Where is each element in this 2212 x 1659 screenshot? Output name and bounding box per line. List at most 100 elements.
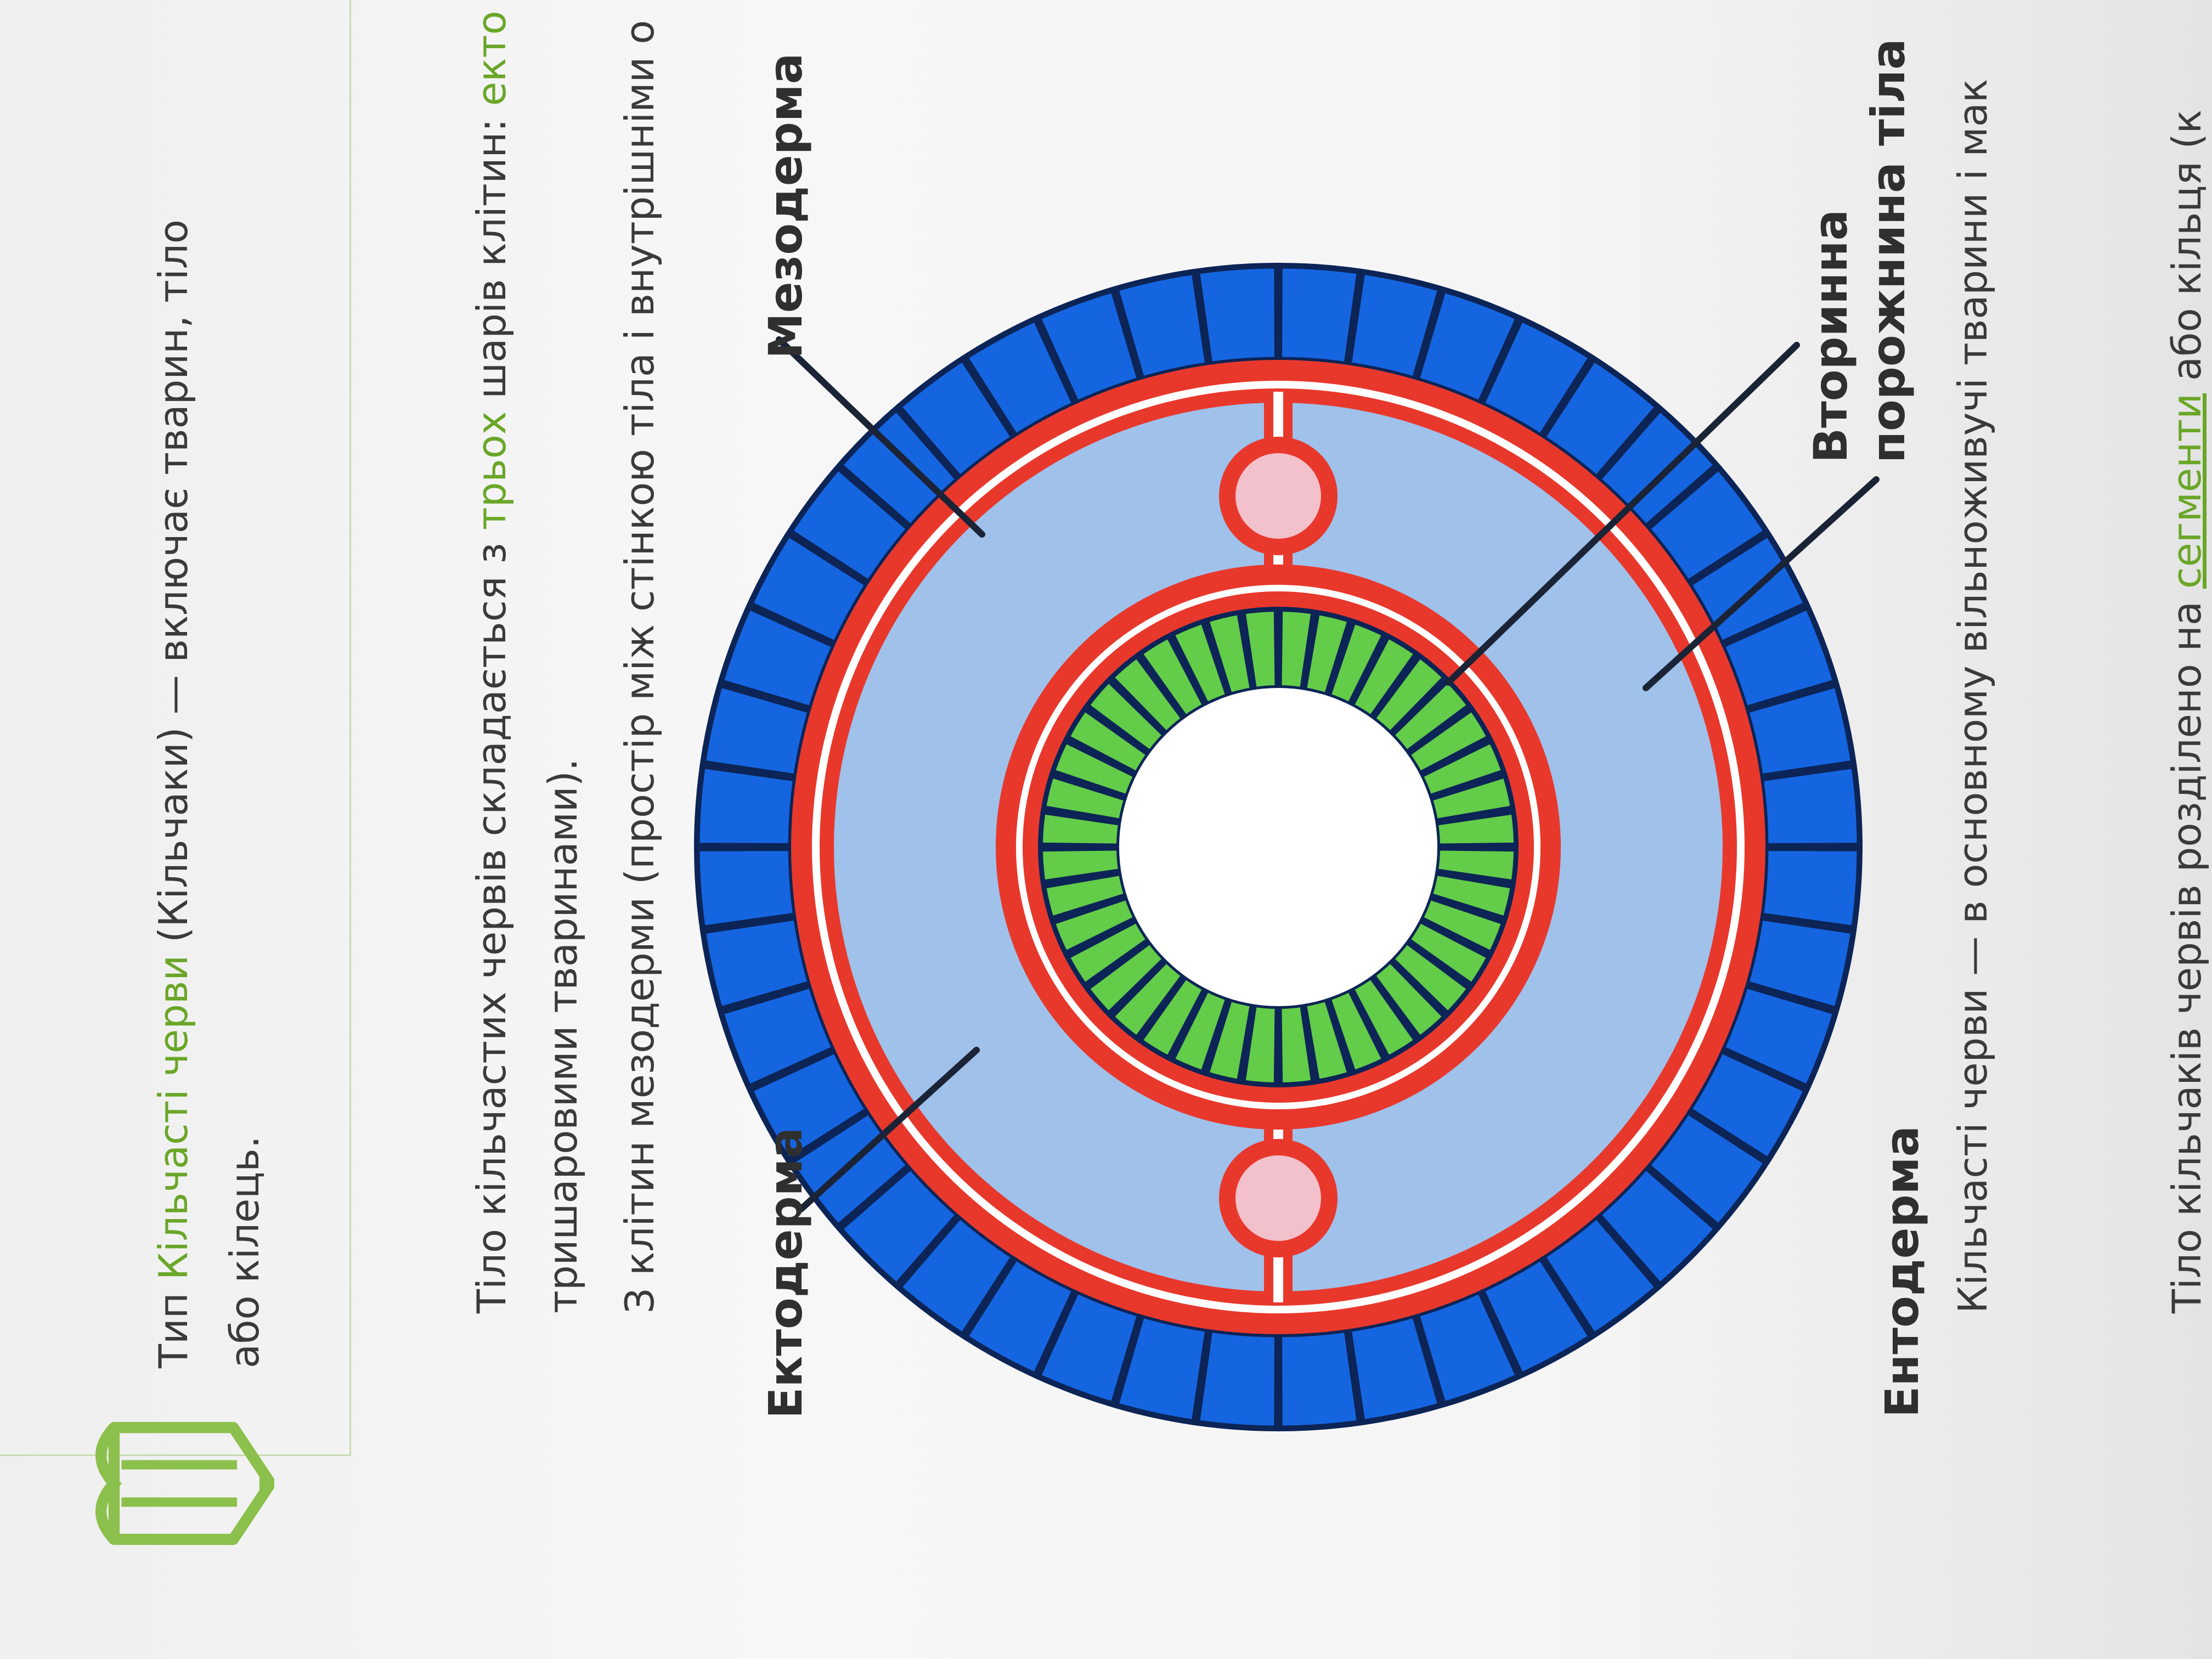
ectoderm-cell [1036, 1289, 1142, 1406]
pencil-icon [95, 1421, 274, 1545]
ectoderm-cell [719, 984, 836, 1089]
label-mesoderm: Мезодерма [759, 53, 812, 359]
endoderm-cell [1051, 740, 1137, 798]
endoderm-cell [1419, 740, 1505, 798]
endoderm-cell [1278, 1003, 1314, 1086]
endoderm-cell [1242, 1003, 1278, 1086]
endoderm-cell [1372, 959, 1447, 1040]
endoderm-cell [1372, 654, 1447, 735]
endoderm-cell [1171, 620, 1229, 706]
pointer-secondary-cavity [1643, 476, 1880, 691]
ectoderm-cell [702, 683, 812, 778]
ectoderm-cell [1480, 317, 1593, 438]
endoderm-cell [1042, 774, 1127, 822]
label-secondary-cavity: Вторинна порожнина тіла [1802, 38, 1917, 463]
endoderm-cell [1205, 611, 1254, 696]
label-secondary-cavity-line-1: Вторинна [1804, 209, 1858, 463]
endoderm-cell [1086, 679, 1166, 754]
blood-vessel-left-lumen [1235, 1155, 1321, 1241]
ectoderm-cell [1347, 1313, 1442, 1424]
bottom-line-2-rest: або кільця (к [2164, 109, 2210, 393]
endoderm-cell [1171, 988, 1229, 1074]
ectoderm-cell [1278, 264, 1361, 366]
ectoderm-cell [1195, 1328, 1278, 1430]
ectoderm-cell [719, 605, 836, 710]
pointer-endoderm [1445, 342, 1800, 686]
ectoderm-cell [1415, 288, 1520, 405]
ectoderm-cell [897, 357, 1015, 480]
segments-link: сегменти [2164, 393, 2210, 589]
ectoderm-cell [1645, 466, 1768, 584]
bottom-line-2-prefix: Тіло кільчаків червів розділено на [2164, 589, 2210, 1313]
ectoderm-cell [788, 466, 911, 584]
cross-section-shapes [694, 263, 1863, 1431]
endoderm-cell [1327, 620, 1386, 706]
ectoderm-cell [696, 764, 797, 847]
ectoderm-cell [838, 1165, 960, 1287]
endoderm-cell [1429, 872, 1514, 920]
ectoderm-cell [1114, 270, 1209, 381]
ectoderm-cell [1415, 1289, 1520, 1406]
endoderm-cell [1429, 774, 1514, 822]
pointer-mesoderm [776, 336, 985, 538]
endoderm-cell [1278, 608, 1314, 691]
gut-lumen [1119, 688, 1437, 1006]
ectoderm-cell [748, 532, 870, 645]
endoderm-cell [1327, 988, 1386, 1074]
ectoderm-cell [897, 1214, 1015, 1337]
ectoderm-cell [696, 847, 797, 930]
label-secondary-cavity-line-2: порожнина тіла [1861, 38, 1915, 463]
endoderm-cell [1205, 998, 1254, 1083]
endoderm-cell [1042, 872, 1127, 920]
endoderm-cell [1066, 708, 1150, 775]
ectoderm-cell [1759, 847, 1861, 930]
ectoderm-cell [1596, 1165, 1718, 1287]
endoderm-cell [1303, 611, 1351, 696]
ectoderm-cell [1745, 916, 1855, 1011]
endoderm-cell [1407, 919, 1491, 986]
label-ectoderm: Ектодерма [759, 1127, 812, 1419]
endoderm-cell [1139, 975, 1206, 1059]
ectoderm-cell [1759, 764, 1861, 847]
endoderm-cell [1435, 811, 1517, 847]
ectoderm-cell [1687, 1049, 1808, 1162]
ectoderm-cell [1720, 984, 1837, 1089]
ectoderm-cell [1687, 532, 1808, 645]
ectoderm-cell [1541, 1214, 1660, 1337]
endoderm-cell [1303, 998, 1351, 1083]
endoderm-cell [1039, 811, 1122, 847]
endoderm-cell [1039, 847, 1122, 883]
endoderm-cell [1350, 635, 1418, 719]
endoderm-cell [1407, 708, 1491, 775]
ectoderm-cell [1745, 683, 1855, 778]
endoderm-cell [1086, 940, 1166, 1015]
endoderm-cell [1066, 919, 1150, 986]
blood-vessel-right-lumen [1235, 453, 1321, 539]
ectoderm-cell [1645, 1110, 1768, 1228]
ectoderm-cell [1541, 357, 1660, 480]
ectoderm-cell [702, 916, 812, 1011]
ectoderm-cell [1596, 407, 1718, 529]
endoderm-cell [1435, 847, 1517, 883]
ectoderm-cell [1195, 264, 1278, 366]
ectoderm-cell [748, 1049, 870, 1162]
ectoderm-cell [838, 407, 960, 529]
bottom-line-1: Кільчасті черви — в основному вільноживу… [1950, 78, 1996, 1313]
endoderm-cell [1139, 635, 1206, 719]
ectoderm-cell [1036, 288, 1142, 405]
pointer-ectoderm [798, 1047, 980, 1212]
endoderm-cell [1350, 975, 1418, 1059]
ectoderm-cell [1480, 1256, 1593, 1377]
ectoderm-cell [1278, 1328, 1361, 1430]
endoderm-cell [1110, 654, 1185, 735]
label-endoderm: Ентодерма [1875, 1125, 1929, 1418]
ectoderm-cell [1114, 1313, 1209, 1424]
endoderm-cell [1051, 896, 1137, 955]
ectoderm-cell [963, 1256, 1076, 1377]
ectoderm-cell [1720, 605, 1837, 710]
endoderm-cell [1390, 940, 1471, 1015]
endoderm-cell [1419, 896, 1505, 955]
